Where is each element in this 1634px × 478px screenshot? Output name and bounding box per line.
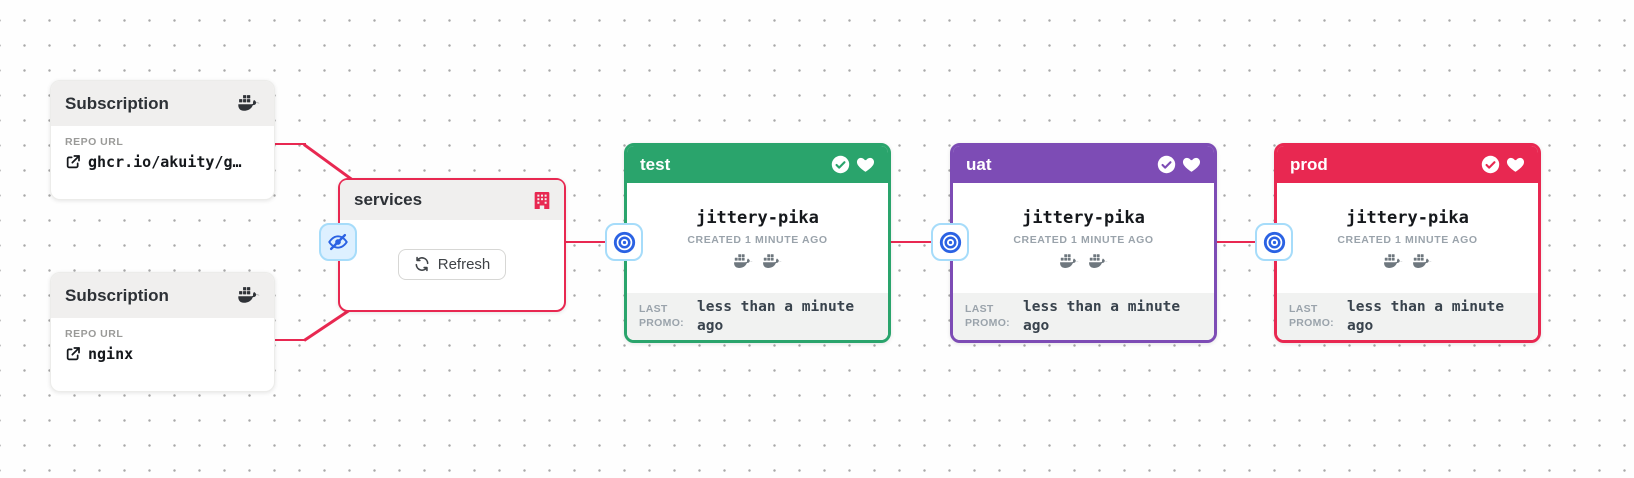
health-check-icon bbox=[1157, 155, 1176, 174]
stage-body: jittery-pika CREATED 1 MINUTE AGO bbox=[1277, 183, 1538, 293]
subscription-body: REPO URL nginx bbox=[51, 318, 274, 363]
repo-url-text: nginx bbox=[88, 345, 134, 363]
hide-subscriptions-button[interactable] bbox=[319, 223, 357, 261]
stage-header: test bbox=[627, 146, 888, 183]
refresh-label: Refresh bbox=[437, 255, 491, 273]
repo-url-label: REPO URL bbox=[65, 328, 124, 340]
warehouse-body: Refresh bbox=[340, 220, 564, 308]
warehouse-name: services bbox=[354, 190, 423, 209]
docker-icon bbox=[733, 254, 753, 270]
health-check-icon bbox=[1481, 155, 1500, 174]
refresh-button[interactable]: Refresh bbox=[397, 248, 507, 280]
freight-name: jittery-pika bbox=[1346, 208, 1469, 228]
bullseye-target-icon bbox=[1263, 231, 1286, 254]
subscription-card-header: Subscription bbox=[51, 273, 274, 318]
refresh-icon bbox=[414, 256, 430, 272]
stage-body: jittery-pika CREATED 1 MINUTE AGO bbox=[627, 183, 888, 293]
docker-icon bbox=[762, 254, 782, 270]
stage-name: prod bbox=[1290, 154, 1328, 174]
stage-name: test bbox=[640, 154, 671, 174]
edge-subscription1-warehouse-d bbox=[303, 142, 353, 180]
promote-target-button-prod[interactable] bbox=[1255, 223, 1293, 261]
warehouse-header: services bbox=[340, 180, 564, 220]
bullseye-target-icon bbox=[939, 231, 962, 254]
repo-url-text: ghcr.io/akuity/g… bbox=[88, 153, 242, 171]
stage-node-prod[interactable]: prod jittery-pika CREATED 1 MINUTE AGO L… bbox=[1274, 143, 1541, 343]
freight-artifact-icons bbox=[1059, 254, 1108, 270]
freight-created-text: CREATED 1 MINUTE AGO bbox=[687, 234, 828, 246]
subscription-title: Subscription bbox=[65, 285, 169, 305]
eye-invisible-icon bbox=[327, 231, 349, 253]
freight-created-text: CREATED 1 MINUTE AGO bbox=[1013, 234, 1154, 246]
subscription-title: Subscription bbox=[65, 93, 169, 113]
edge-subscription2-warehouse-h bbox=[272, 338, 306, 342]
repo-url-link[interactable]: nginx bbox=[65, 345, 260, 363]
bullseye-target-icon bbox=[613, 231, 636, 254]
freight-name: jittery-pika bbox=[1022, 208, 1145, 228]
last-promo-label: LAST PROMO: bbox=[1289, 303, 1334, 329]
promote-target-button-test[interactable] bbox=[605, 223, 643, 261]
repo-url-link[interactable]: ghcr.io/akuity/g… bbox=[65, 153, 260, 171]
subscription-card-1: Subscription REPO URL ghcr.io/akuity/g… bbox=[50, 80, 275, 200]
docker-icon bbox=[1383, 254, 1403, 270]
stage-header: uat bbox=[953, 146, 1214, 183]
docker-icon bbox=[1088, 254, 1108, 270]
last-promo-value: less than a minute ago bbox=[697, 298, 855, 334]
freight-created-text: CREATED 1 MINUTE AGO bbox=[1337, 234, 1478, 246]
warehouse-node-services[interactable]: services Refresh bbox=[338, 178, 566, 312]
docker-icon bbox=[1412, 254, 1432, 270]
stage-name: uat bbox=[966, 154, 992, 174]
edge-warehouse-test bbox=[560, 240, 622, 244]
subscription-card-header: Subscription bbox=[51, 81, 274, 126]
docker-icon bbox=[1059, 254, 1079, 270]
docker-icon bbox=[238, 286, 260, 305]
stage-header: prod bbox=[1277, 146, 1538, 183]
favorite-heart-icon[interactable] bbox=[1182, 155, 1201, 174]
external-link-icon bbox=[65, 154, 81, 170]
freight-artifact-icons bbox=[733, 254, 782, 270]
docker-icon bbox=[238, 94, 260, 113]
warehouse-building-icon bbox=[534, 191, 550, 209]
stage-footer: LAST PROMO: less than a minute ago bbox=[1277, 293, 1538, 340]
freight-artifact-icons bbox=[1383, 254, 1432, 270]
last-promo-label: LAST PROMO: bbox=[965, 303, 1010, 329]
edge-uat-prod bbox=[1209, 240, 1272, 244]
edge-test-uat bbox=[884, 240, 948, 244]
repo-url-label: REPO URL bbox=[65, 136, 124, 148]
subscription-card-2: Subscription REPO URL nginx bbox=[50, 272, 275, 392]
edge-subscription2-warehouse-d bbox=[303, 306, 353, 342]
last-promo-label: LAST PROMO: bbox=[639, 303, 684, 329]
favorite-heart-icon[interactable] bbox=[856, 155, 875, 174]
stage-node-test[interactable]: test jittery-pika CREATED 1 MINUTE AGO L… bbox=[624, 143, 891, 343]
stage-node-uat[interactable]: uat jittery-pika CREATED 1 MINUTE AGO LA… bbox=[950, 143, 1217, 343]
stage-footer: LAST PROMO: less than a minute ago bbox=[627, 293, 888, 340]
favorite-heart-icon[interactable] bbox=[1506, 155, 1525, 174]
freight-name: jittery-pika bbox=[696, 208, 819, 228]
stage-body: jittery-pika CREATED 1 MINUTE AGO bbox=[953, 183, 1214, 293]
stage-footer: LAST PROMO: less than a minute ago bbox=[953, 293, 1214, 340]
promote-target-button-uat[interactable] bbox=[931, 223, 969, 261]
last-promo-value: less than a minute ago bbox=[1023, 298, 1181, 334]
last-promo-value: less than a minute ago bbox=[1347, 298, 1505, 334]
health-check-icon bbox=[831, 155, 850, 174]
external-link-icon bbox=[65, 346, 81, 362]
subscription-body: REPO URL ghcr.io/akuity/g… bbox=[51, 126, 274, 171]
edge-subscription1-warehouse-h bbox=[272, 142, 306, 146]
